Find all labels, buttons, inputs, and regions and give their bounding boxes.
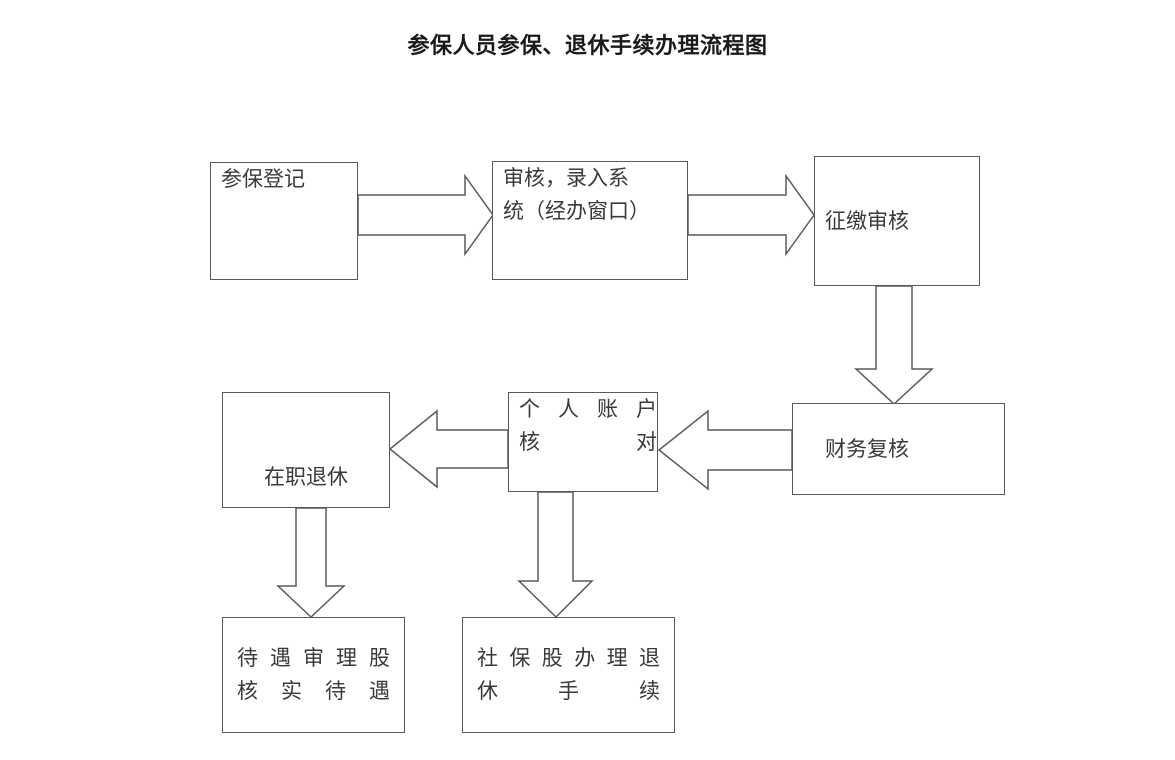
node-social-security-section[interactable]: 社 保 股 办 理 退 休手续 [462, 617, 675, 733]
node-label: 财务复核 [825, 436, 909, 461]
page-title: 参保人员参保、退休手续办理流程图 [407, 34, 768, 59]
node-label: 审核，录入系 统（经办窗口） [503, 166, 650, 223]
node-label: 待 遇 审 理 股 核实待遇 [237, 646, 390, 703]
arrow-right-review-to-collection [687, 173, 815, 257]
node-label: 参保登记 [221, 167, 305, 191]
node-employee-retiree[interactable]: 在职退休 [222, 392, 390, 508]
node-collection-review[interactable]: 征缴审核 [814, 156, 980, 286]
node-label: 社 保 股 办 理 退 休手续 [477, 646, 660, 703]
node-personal-account-check[interactable]: 个 人 账 户 核对 [508, 392, 658, 492]
node-insurance-registration[interactable]: 参保登记 [210, 162, 358, 280]
arrow-right-register-to-review [357, 173, 494, 257]
arrow-down-retire-to-benefit [276, 507, 346, 619]
arrow-left-finance-to-account [657, 409, 793, 491]
arrow-down-account-to-social [517, 491, 594, 619]
node-label: 征缴审核 [825, 208, 909, 233]
arrow-left-account-to-retire [388, 409, 509, 489]
node-finance-recheck[interactable]: 财务复核 [792, 403, 1005, 495]
node-review-entry-system[interactable]: 审核，录入系 统（经办窗口） [492, 161, 688, 280]
arrow-down-collection-to-finance [854, 285, 934, 406]
node-label: 个 人 账 户 核对 [519, 397, 657, 454]
node-benefit-audit-section[interactable]: 待 遇 审 理 股 核实待遇 [222, 617, 405, 733]
node-label: 在职退休 [264, 464, 348, 489]
